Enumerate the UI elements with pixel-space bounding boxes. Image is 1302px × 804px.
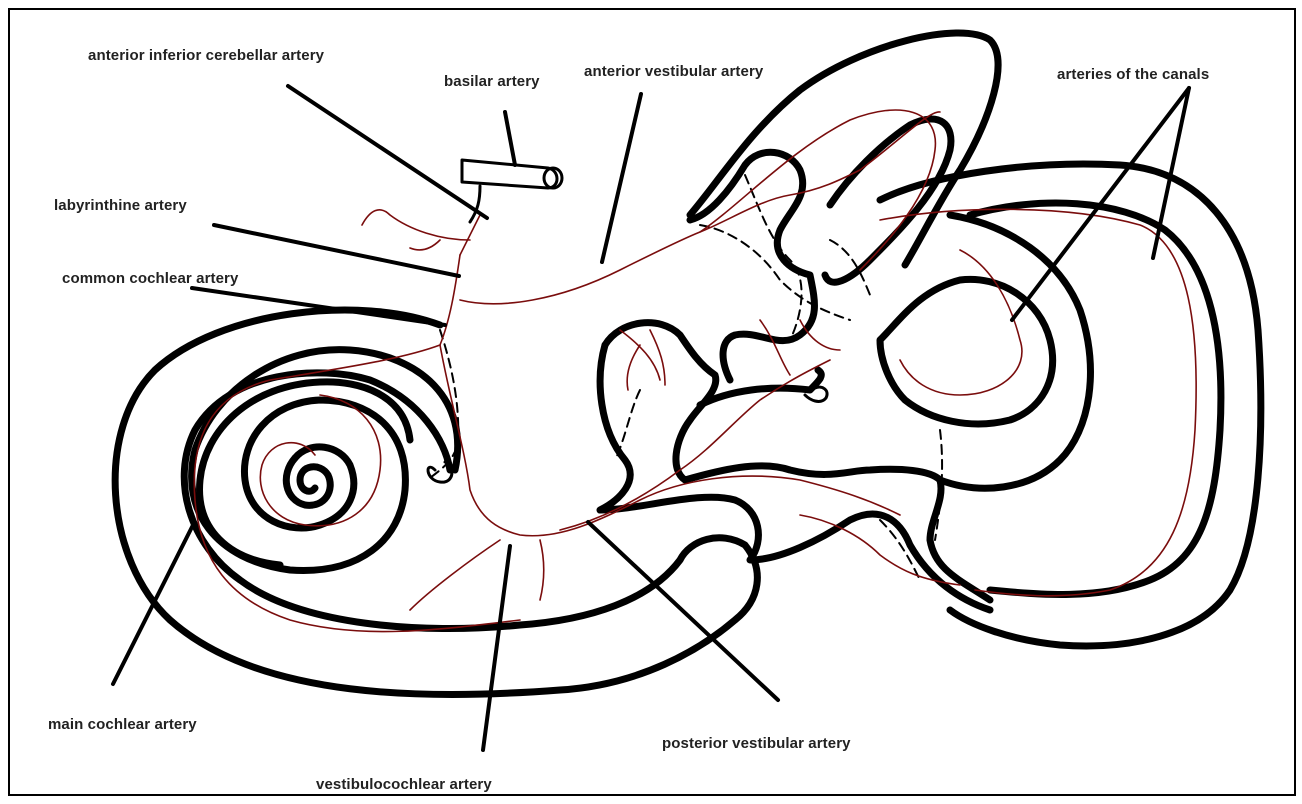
labyrinthine-trunk [440,255,460,345]
dashed-line [615,390,640,460]
posterior-canal-outer [880,164,1261,646]
lower-branches [410,515,960,610]
label-anterior-vestibular-artery: anterior vestibular artery [584,63,763,80]
leader-common-cochlear [192,288,445,325]
label-basilar-artery: basilar artery [444,73,540,90]
lateral-canal-outer [940,215,1090,488]
lateral-canal-artery [900,250,1022,395]
anterior-canal-inner [825,119,951,282]
leader-aica [288,86,487,218]
vestibulocochlear-artery-vessel [440,345,900,536]
arteries [194,110,1196,632]
label-arteries-of-the-canals: arteries of the canals [1057,66,1209,83]
cochlea-inner-turn [286,458,330,505]
leader-anterior-vestibular [602,94,641,262]
label-vestibulocochlear-artery: vestibulocochlear artery [316,776,492,793]
label-common-cochlear-artery: common cochlear artery [62,270,238,287]
label-main-cochlear-artery: main cochlear artery [48,716,197,733]
dashed-boundaries [430,175,942,580]
leader-basilar [505,112,515,165]
basilar-tube-body [462,160,557,188]
label-labyrinthine-artery: labyrinthine artery [54,197,187,214]
leader-vestibulocochlear [483,546,510,750]
posterior-canal-inner [970,203,1221,594]
aica-branches [362,210,470,250]
label-anterior-inferior-cerebellar-artery: anterior inferior cerebellar artery [88,47,324,64]
label-posterior-vestibular-artery: posterior vestibular artery [662,735,851,752]
